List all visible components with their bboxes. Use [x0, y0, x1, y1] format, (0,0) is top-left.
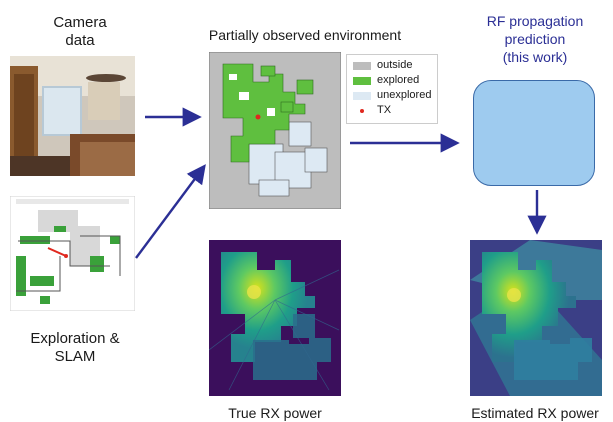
right-arrow-icon — [135, 164, 206, 259]
tx-dot-icon — [255, 114, 261, 120]
rf-title-line1: RF propagation — [486, 13, 584, 29]
estimated-rx-heatmap — [470, 240, 602, 396]
legend-swatch-explored — [353, 77, 371, 85]
slam-map-image — [10, 196, 135, 311]
env-map — [209, 52, 341, 209]
camera-data-label: Camera data — [30, 14, 130, 50]
slam-label-line1: Exploration & — [30, 330, 120, 347]
legend-label-tx: TX — [377, 104, 392, 116]
legend-swatch-outside — [353, 62, 371, 70]
est-rx-label: Estimated RX power — [471, 405, 599, 421]
rf-title-line2: prediction — [504, 31, 566, 47]
camera-photo — [10, 56, 135, 176]
legend-swatch-unexplored — [353, 92, 371, 100]
tx-dot-icon — [360, 109, 364, 113]
legend: outside explored unexplored TX — [346, 54, 438, 124]
camera-label-line2: data — [65, 32, 95, 49]
true-rx-label: True RX power — [228, 405, 322, 421]
camera-label-line1: Camera — [53, 14, 107, 31]
slam-label-line2: SLAM — [54, 348, 96, 365]
true-rx-heatmap — [209, 240, 341, 396]
env-title: Partially observed environment — [208, 27, 402, 43]
rf-title-line3: (this work) — [502, 49, 568, 65]
legend-label-outside: outside — [377, 59, 413, 71]
slam-label: Exploration & SLAM — [20, 330, 130, 366]
rf-title: RF propagation prediction (this work) — [455, 12, 613, 66]
rf-model-box — [473, 80, 595, 186]
legend-label-explored: explored — [377, 74, 420, 86]
legend-label-unexplored: unexplored — [377, 89, 432, 101]
